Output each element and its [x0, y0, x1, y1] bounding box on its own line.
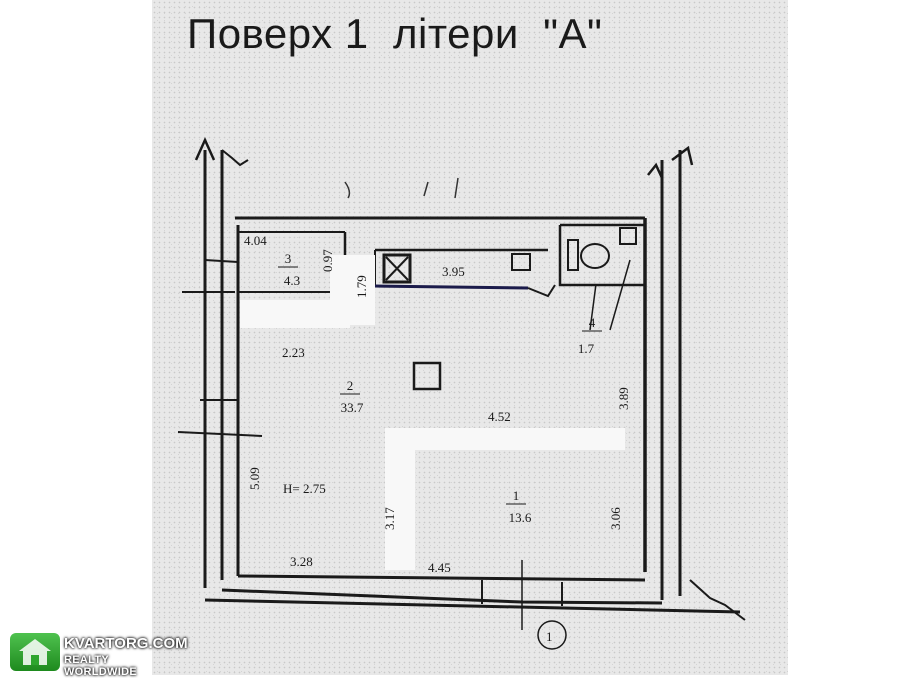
dim-317: 3.17	[382, 507, 397, 530]
room-4-label: 4 1.7	[578, 315, 602, 356]
sink-icon	[511, 253, 531, 271]
dim-328: 3.28	[290, 554, 313, 569]
outer-bottom-wall-2	[204, 598, 741, 614]
floor-title: Поверх 1 літери "А"	[187, 10, 603, 57]
stove-icon	[382, 253, 412, 284]
room-3-label: 3 4.3	[278, 251, 300, 288]
erase-patches	[240, 255, 625, 570]
top-scribble	[344, 177, 459, 199]
svg-text:2: 2	[347, 378, 354, 393]
svg-text:33.7: 33.7	[341, 400, 364, 415]
dim-389: 3.89	[616, 387, 631, 410]
svg-text:4.3: 4.3	[284, 273, 300, 288]
left-arrow-head	[194, 136, 216, 161]
inner-bottom-wall	[237, 574, 646, 582]
wc-tank-icon	[567, 239, 579, 271]
dim-306: 3.06	[608, 507, 623, 530]
dim-452: 4.52	[488, 409, 511, 424]
left-wall-break-3	[177, 431, 263, 437]
room4-leader	[589, 259, 631, 331]
dim-395: 3.95	[442, 264, 465, 279]
chimney-column-icon	[412, 361, 442, 391]
dim-179: 1.79	[354, 275, 369, 298]
room-2-label: 2 33.7	[340, 378, 364, 415]
washbasin-icon	[619, 227, 637, 245]
scan-noise	[152, 0, 788, 675]
dim-445: 4.45	[428, 560, 451, 575]
break-line-top-left	[221, 149, 249, 167]
house-icon	[10, 633, 60, 671]
right-arrow-head	[671, 145, 694, 166]
axis-marker-label: 1	[546, 629, 553, 644]
svg-text:1.7: 1.7	[578, 341, 595, 356]
dim-097: 0.97	[320, 249, 335, 272]
right-arrow-head-2	[647, 162, 664, 179]
bathroom-outline	[558, 223, 645, 287]
kitchen-counter-bottom	[374, 284, 529, 290]
dim-509: 5.09	[247, 467, 262, 490]
bottom-right-break	[689, 579, 746, 621]
svg-text:1: 1	[513, 488, 520, 503]
dim-404: 4.04	[244, 233, 267, 248]
svg-text:4: 4	[589, 315, 596, 330]
ceiling-height: H= 2.75	[283, 481, 326, 496]
axis-marker	[537, 620, 567, 650]
watermark-logo: KVARTORG.COM REALTY WORLDWIDE	[10, 633, 188, 678]
svg-text:13.6: 13.6	[509, 510, 532, 525]
watermark-main-text: KVARTORG.COM	[64, 635, 188, 652]
left-wall-stub	[204, 259, 239, 263]
watermark-sub-text: REALTY WORLDWIDE	[64, 654, 137, 678]
room-1-label: 1 13.6	[506, 488, 532, 525]
svg-text:3: 3	[285, 251, 292, 266]
bathroom-door-swing	[527, 284, 556, 298]
dim-223: 2.23	[282, 345, 305, 360]
wc-bowl-icon	[580, 243, 610, 269]
